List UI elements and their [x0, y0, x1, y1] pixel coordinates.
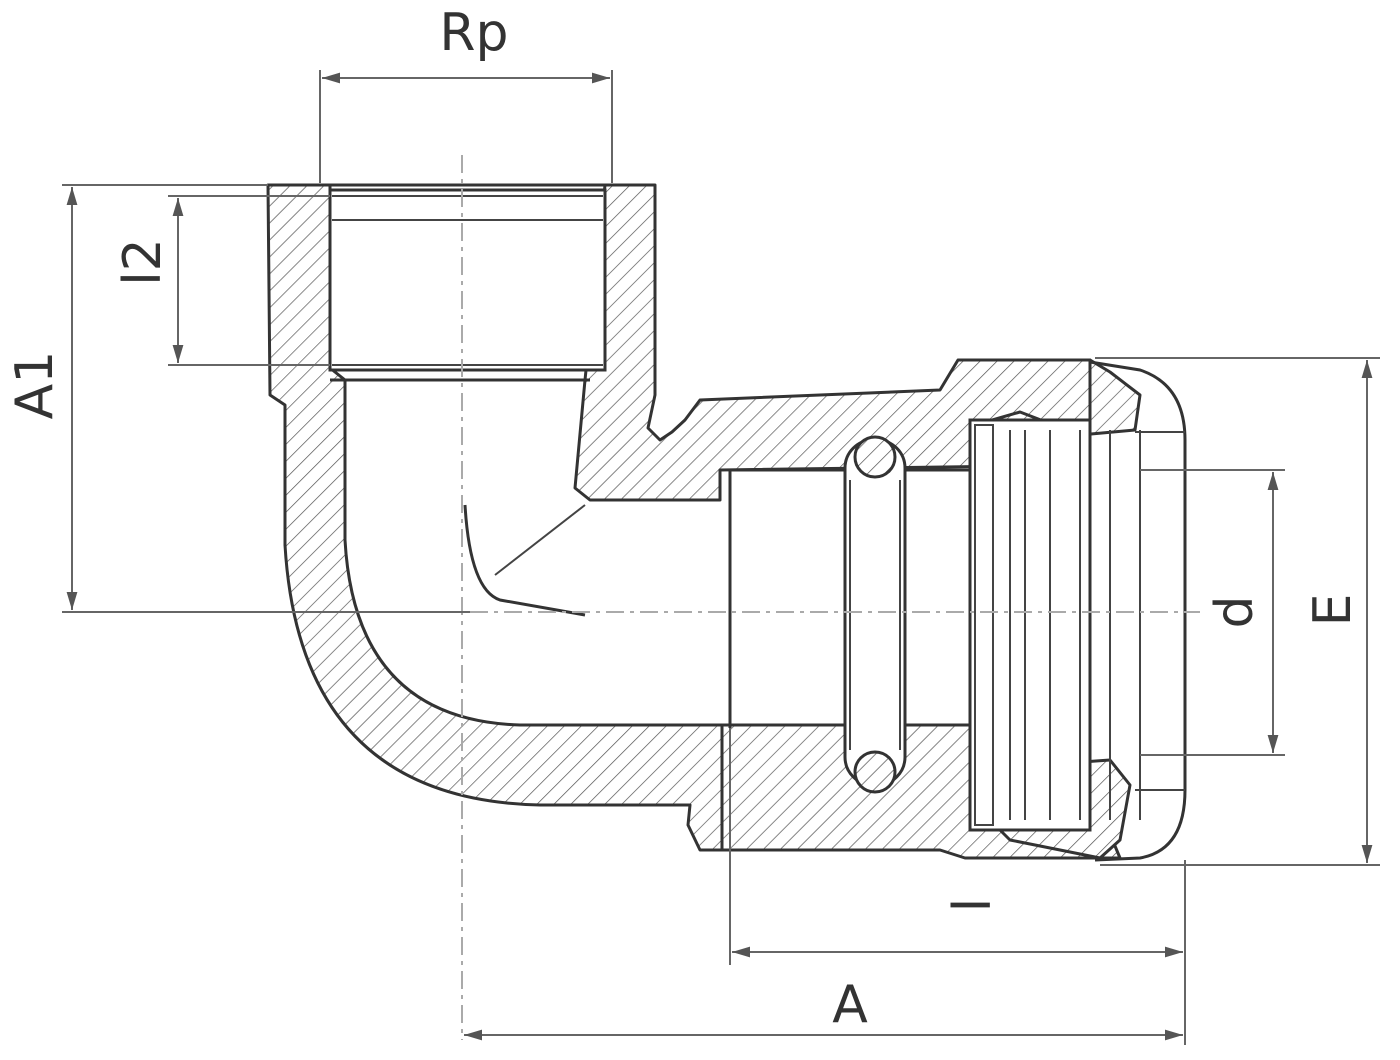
dimension-rp: Rp	[319, 3, 613, 183]
label-l2: l2	[113, 238, 173, 286]
label-e: E	[1303, 594, 1363, 627]
label-l: l	[943, 898, 1003, 912]
dimension-l2: l2	[113, 195, 330, 366]
o-ring-top	[853, 435, 897, 479]
label-rp: Rp	[439, 3, 508, 63]
dimension-l: l	[729, 728, 1186, 1045]
label-d: d	[1205, 595, 1265, 628]
label-a1: A1	[5, 351, 65, 420]
elbow-inner-wall	[573, 183, 1092, 502]
label-a: A	[832, 975, 868, 1035]
threaded-socket	[320, 183, 612, 382]
dimension-e: E	[1095, 357, 1380, 866]
release-cap	[1089, 360, 1187, 862]
dimension-a: A	[464, 975, 1183, 1041]
dimension-a1: A1	[5, 184, 470, 613]
push-fit-socket	[728, 360, 1187, 862]
o-ring-bottom	[853, 750, 897, 794]
elbow-outer-wall	[266, 183, 724, 852]
flow-channel	[463, 504, 586, 617]
dimension-d: d	[1140, 469, 1285, 756]
